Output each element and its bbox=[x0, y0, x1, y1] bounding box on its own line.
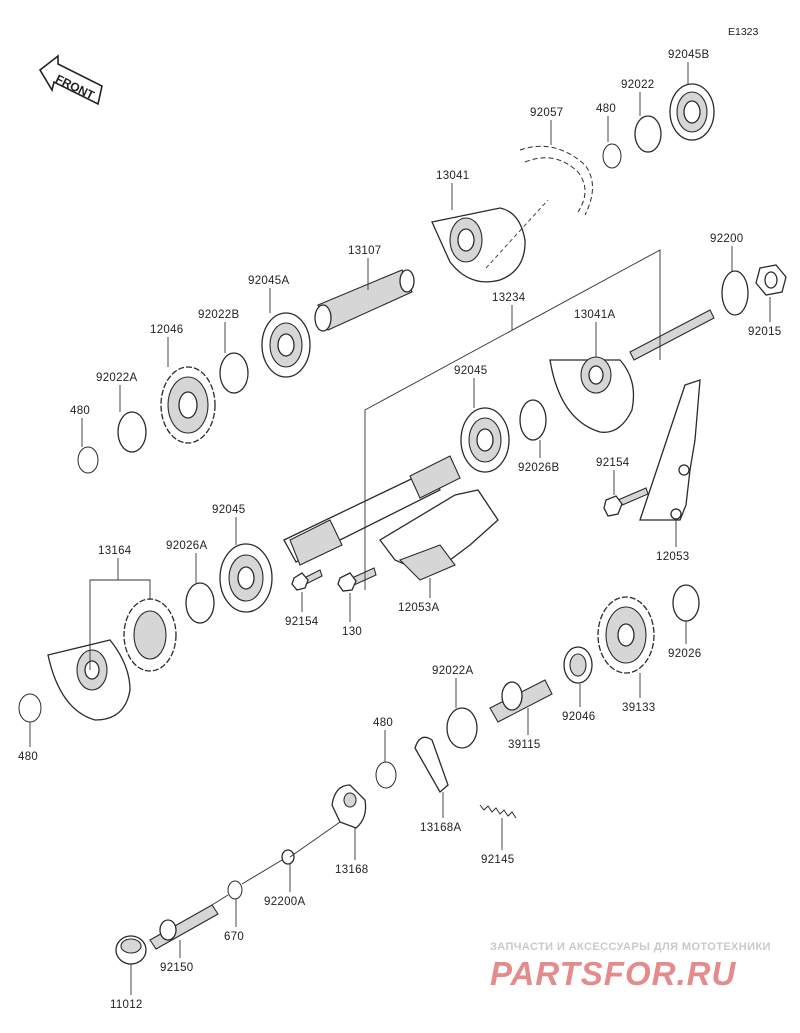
label-92150: 92150 bbox=[160, 962, 193, 974]
label-92045-left: 92045 bbox=[212, 504, 245, 516]
cap-11012-icon bbox=[115, 935, 147, 965]
guide-plate-12053-icon bbox=[639, 379, 701, 521]
label-92022a-top: 92022A bbox=[96, 372, 137, 384]
sprocket-12046-icon bbox=[160, 366, 216, 444]
needle-bearing-92046-icon bbox=[563, 646, 593, 684]
label-480-bl: 480 bbox=[18, 751, 38, 763]
label-11012: 11012 bbox=[110, 999, 143, 1011]
sprocket-13164-icon bbox=[123, 598, 177, 672]
shift-fork-13041-icon bbox=[431, 207, 526, 283]
label-92045a: 92045A bbox=[248, 275, 289, 287]
sleeve-13107-icon bbox=[314, 269, 415, 332]
circlip-480-top-icon bbox=[602, 143, 622, 169]
washer-92022a-top-icon bbox=[117, 411, 147, 453]
label-92015: 92015 bbox=[748, 326, 781, 338]
shaft-92150-icon bbox=[149, 904, 219, 950]
washer-92022a-mid-icon bbox=[446, 707, 478, 749]
bolt-130-icon bbox=[337, 567, 377, 592]
label-670: 670 bbox=[224, 931, 244, 943]
label-92022: 92022 bbox=[621, 79, 654, 91]
label-130: 130 bbox=[342, 626, 362, 638]
label-39115: 39115 bbox=[508, 739, 541, 751]
label-92046: 92046 bbox=[562, 711, 595, 723]
main-shaft-13234-icon bbox=[283, 455, 461, 566]
label-13168a: 13168A bbox=[420, 822, 461, 834]
label-13234: 13234 bbox=[492, 292, 526, 304]
lever-13168a-icon bbox=[414, 736, 449, 794]
washer-92022b-icon bbox=[219, 352, 249, 394]
bearing-92045-left-icon bbox=[219, 543, 273, 613]
washer-92026a-icon bbox=[185, 582, 215, 624]
label-92022a-mid: 92022A bbox=[432, 665, 473, 677]
label-13041a: 13041A bbox=[574, 309, 615, 321]
label-92154-right: 92154 bbox=[596, 457, 630, 469]
washer-92200-icon bbox=[721, 270, 749, 316]
label-92026a: 92026A bbox=[166, 540, 207, 552]
label-92026: 92026 bbox=[668, 648, 701, 660]
label-92200a: 92200A bbox=[264, 896, 305, 908]
shift-fork-13041a-icon bbox=[549, 356, 635, 433]
watermark-brand: PARTSFOR.RU bbox=[490, 955, 736, 992]
washer-92022-icon bbox=[634, 115, 662, 153]
lever-13168-icon bbox=[331, 784, 367, 829]
shaft-39115-icon bbox=[489, 679, 553, 723]
label-13107: 13107 bbox=[348, 245, 381, 257]
label-92045b: 92045B bbox=[668, 49, 709, 61]
bolt-92154-mid-icon bbox=[291, 569, 323, 591]
label-92154-mid: 92154 bbox=[285, 616, 319, 628]
bolt-92154-right-icon bbox=[603, 487, 649, 517]
label-13041: 13041 bbox=[436, 170, 469, 182]
washer-92026-icon bbox=[672, 584, 700, 622]
circlip-480-mid-icon bbox=[375, 761, 397, 789]
label-92045-mid: 92045 bbox=[454, 365, 487, 377]
watermark-tagline: ЗАПЧАСТИ И АКСЕССУАРЫ ДЛЯ МОТОТЕХНИКИ bbox=[490, 941, 771, 953]
label-92022b: 92022B bbox=[198, 309, 239, 321]
circlip-480-left-icon bbox=[77, 446, 99, 474]
shift-fork-13164-icon bbox=[47, 639, 131, 721]
label-92026b: 92026B bbox=[518, 462, 559, 474]
rod-shaft-icon bbox=[629, 309, 715, 361]
label-480-top: 480 bbox=[596, 103, 616, 115]
chain-92057-icon bbox=[519, 145, 593, 216]
label-13168: 13168 bbox=[335, 864, 368, 876]
label-480-mid: 480 bbox=[373, 717, 393, 729]
leader-lines bbox=[29, 62, 771, 995]
label-480-left: 480 bbox=[70, 405, 90, 417]
bearing-92045a-icon bbox=[261, 312, 311, 378]
circlip-480-bl-icon bbox=[18, 693, 42, 723]
label-92200: 92200 bbox=[710, 233, 743, 245]
spring-92145-icon bbox=[479, 804, 517, 819]
bearing-92045b-icon bbox=[669, 83, 715, 141]
label-12053a: 12053A bbox=[398, 602, 439, 614]
oring-670-icon bbox=[227, 880, 243, 900]
label-12046: 12046 bbox=[150, 324, 183, 336]
label-92145: 92145 bbox=[481, 854, 514, 866]
label-39133: 39133 bbox=[622, 702, 655, 714]
label-92057: 92057 bbox=[530, 107, 563, 119]
label-13164: 13164 bbox=[98, 545, 132, 557]
washer-92026b-icon bbox=[519, 399, 547, 441]
guide-12053a-icon bbox=[379, 489, 499, 581]
label-12053: 12053 bbox=[656, 551, 689, 563]
washer-92200a-icon bbox=[281, 849, 295, 865]
diagram-code: E1323 bbox=[728, 26, 759, 38]
front-arrow-icon: FRONT bbox=[38, 54, 103, 106]
nut-92015-icon bbox=[755, 264, 787, 296]
sprocket-39133-icon bbox=[597, 596, 655, 674]
bearing-92045-mid-icon bbox=[460, 407, 510, 473]
